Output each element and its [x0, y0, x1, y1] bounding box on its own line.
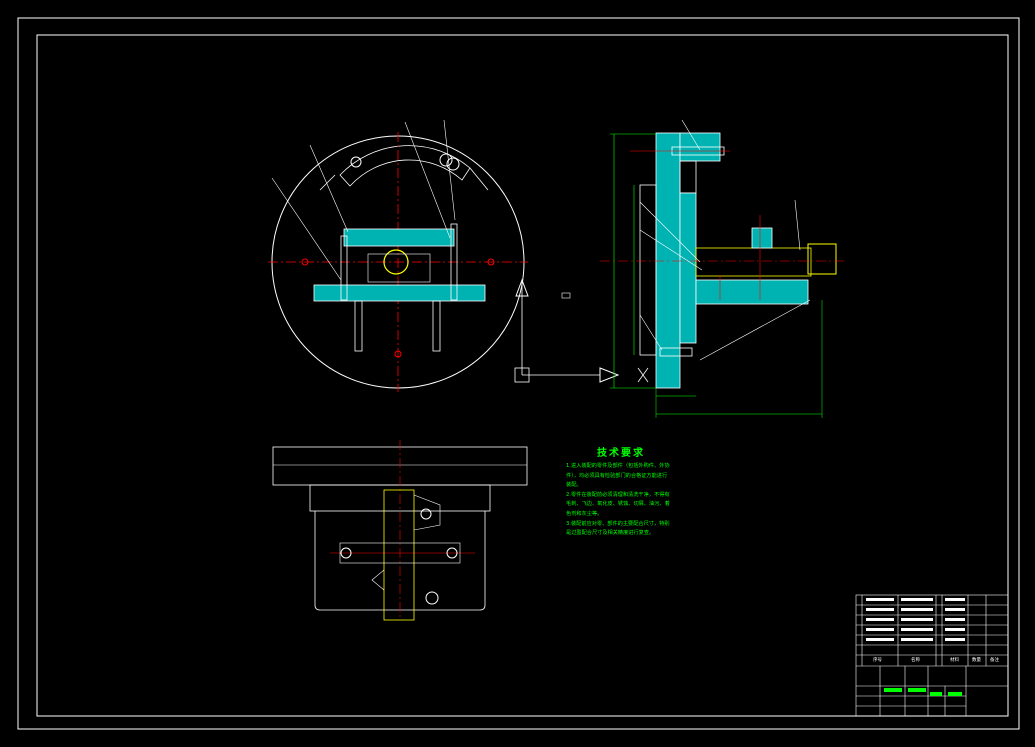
title-block-label-quantity: 数量: [972, 658, 981, 663]
title-block-label-index: 序号: [873, 658, 882, 663]
title-block-label-remark: 备注: [990, 658, 999, 663]
tech-requirement-item: 3.装配前应对零、部件的主要配合尺寸，特别是过盈配合尺寸及相关精度进行复查。: [566, 520, 670, 537]
outer-frame: [17, 17, 1020, 730]
title-block-label-material: 材料: [950, 658, 959, 663]
inner-frame: [36, 34, 1009, 717]
tech-requirements-title: 技术要求: [597, 448, 645, 459]
top-view: [272, 440, 528, 621]
front-view: [268, 119, 620, 392]
tech-requirement-item: 1.进入装配的零件及部件（包括外购件、外协件），均必须具有检验部门的合格证方能进…: [566, 463, 670, 489]
title-block-label-name: 名称: [911, 658, 920, 663]
title-block: [855, 594, 1009, 717]
side-view: [600, 119, 846, 418]
tech-requirement-item: 2.零件在装配前必须清理和清洗干净，不得有毛刺、飞边、氧化皮、锈蚀、切屑、油污、…: [566, 491, 670, 517]
tech-requirements-body: 1.进入装配的零件及部件（包括外购件、外协件），均必须具有检验部门的合格证方能进…: [566, 462, 672, 539]
